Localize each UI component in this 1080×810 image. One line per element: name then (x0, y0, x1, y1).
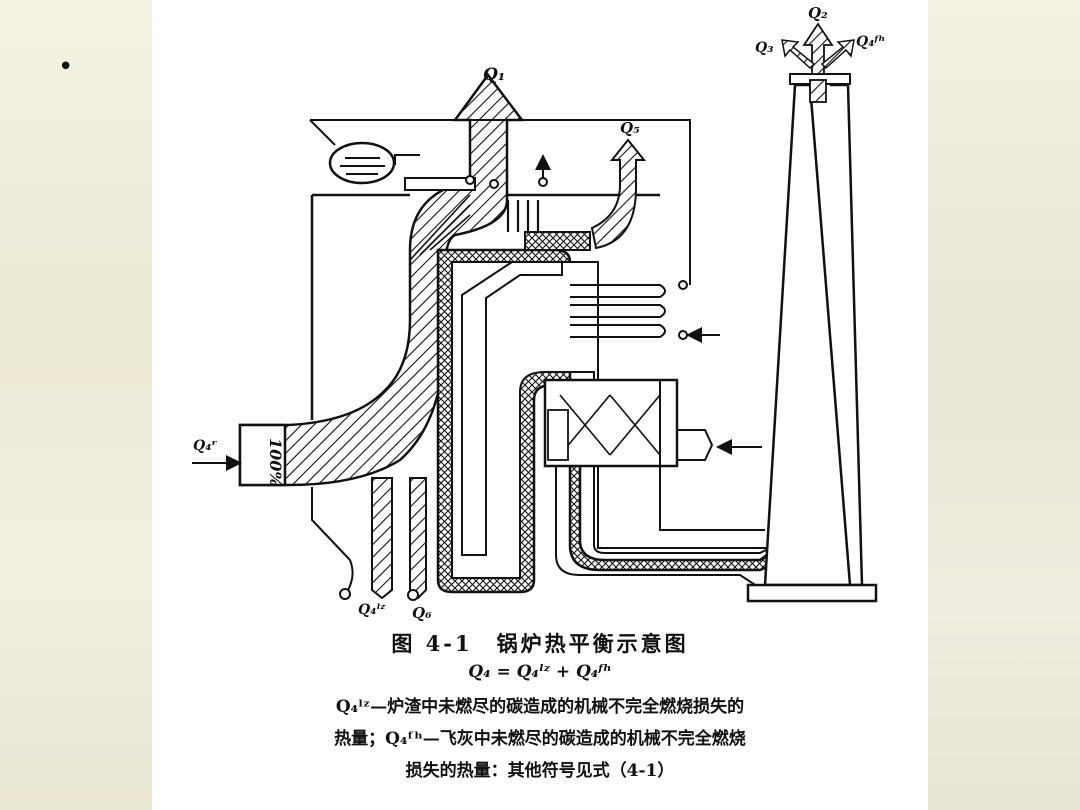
steam-drum (328, 141, 396, 185)
ash-outlet (409, 477, 427, 600)
figure-description-line-1: Q₄ˡᶻ—炉渣中未燃尽的碳造成的机械不完全燃烧损失的 (335, 697, 745, 717)
air-inlet-duct (677, 429, 714, 461)
label-q2: Q₂ (808, 4, 828, 22)
economizer-coils (570, 284, 666, 338)
q2-arrow (802, 22, 834, 75)
header-box (404, 177, 476, 191)
label-100-percent: 100% (266, 438, 285, 487)
slide-margin-left (0, 0, 152, 810)
figure-description-line-3: 损失的热量：其他符号见式（4-1） (405, 761, 675, 781)
furnace-baffle (461, 261, 563, 556)
drum-pipe (310, 119, 691, 285)
flue-duct-bottom (555, 466, 780, 589)
riser-tubes (409, 194, 471, 261)
label-q6: Q₆ (412, 604, 432, 622)
flue-duct (659, 380, 765, 531)
figure-title: 图 4-1 锅炉热平衡示意图 (391, 631, 689, 656)
label-q4fh-top: Q₄ᶠʰ (856, 34, 885, 50)
figure-description-line-2: 热量；Q₄ᶠʰ—飞灰中未燃尽的碳造成的机械不完全燃烧 (334, 729, 746, 749)
chimney-base (746, 583, 878, 603)
q5-heat-flow (590, 138, 647, 250)
label-q4r: Q₄ʳ (193, 438, 217, 454)
slide-margin-right (928, 0, 1080, 810)
bullet-point: • (58, 52, 74, 82)
furnace-inner (451, 261, 771, 579)
q3-arrow (781, 39, 816, 70)
label-q4lz: Q₄ˡᶻ (358, 602, 386, 618)
chimney (763, 83, 852, 587)
q4fh-arrow (820, 39, 855, 70)
tail-gas-flow (524, 231, 591, 251)
boiler-frame-bottom (311, 487, 351, 561)
superheater-tubes (506, 200, 540, 232)
steam-drum-water (340, 157, 385, 175)
figure-formula: Q₄ = Q₄ˡᶻ + Q₄ᶠʰ (468, 662, 612, 682)
air-preheater-cross (559, 394, 661, 456)
slag-outlet (371, 477, 393, 600)
label-q5: Q₅ (620, 119, 640, 137)
label-q3: Q₃ (755, 40, 773, 56)
label-q1: Q₁ (483, 65, 505, 85)
